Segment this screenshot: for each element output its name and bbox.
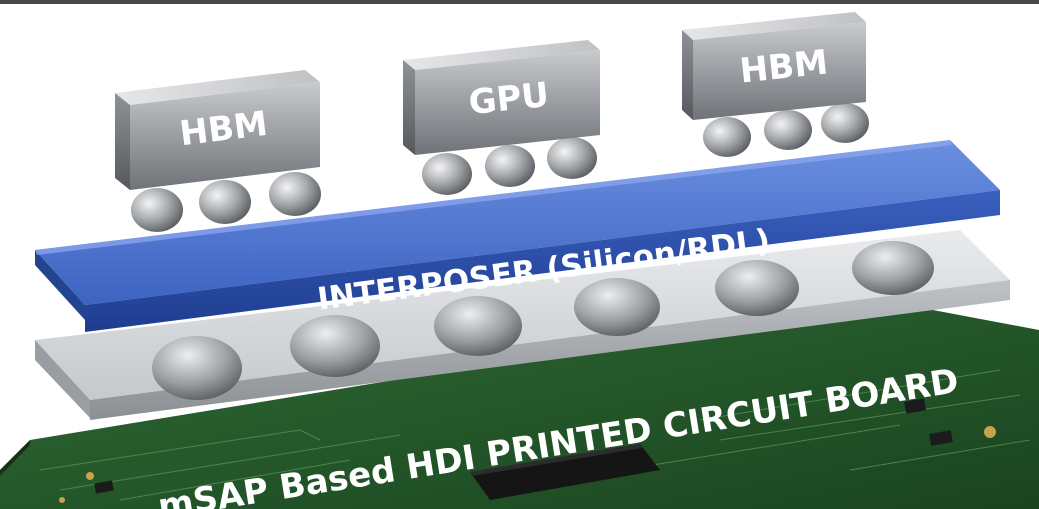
pcb-pad	[86, 472, 94, 480]
solder-ball	[574, 278, 660, 336]
micro-bump	[821, 103, 869, 143]
micro-bump	[485, 145, 535, 187]
micro-bumps-right	[703, 103, 869, 157]
hbm-chip-left: HBM	[115, 70, 320, 190]
c4-bump-row	[152, 241, 934, 400]
micro-bump	[131, 188, 183, 232]
smd-component	[94, 480, 114, 494]
micro-bump	[703, 117, 751, 157]
micro-bump	[422, 153, 472, 195]
pcb-pad	[984, 426, 996, 438]
gpu-chip: GPU	[403, 40, 600, 155]
micro-bumps-left	[131, 172, 321, 232]
solder-ball	[715, 260, 799, 316]
smd-component	[904, 398, 926, 414]
micro-bump	[199, 180, 251, 224]
hbm-chip-right: HBM	[682, 12, 866, 120]
hbm-right-label: HBM	[738, 43, 830, 92]
micro-bump	[269, 172, 321, 216]
micro-bump	[764, 110, 812, 150]
gpu-label: GPU	[467, 75, 551, 123]
micro-bumps-center	[422, 137, 597, 195]
smd-component	[929, 430, 953, 446]
interposer-layer	[35, 140, 1000, 332]
solder-ball	[434, 296, 522, 356]
solder-ball	[290, 315, 380, 377]
pcb-ic-chip	[470, 444, 660, 500]
pcb-board	[0, 300, 1039, 509]
pcb-pad	[59, 497, 65, 503]
micro-bump	[547, 137, 597, 179]
top-bar	[0, 0, 1039, 4]
solder-ball	[852, 241, 934, 295]
solder-ball	[152, 336, 242, 400]
